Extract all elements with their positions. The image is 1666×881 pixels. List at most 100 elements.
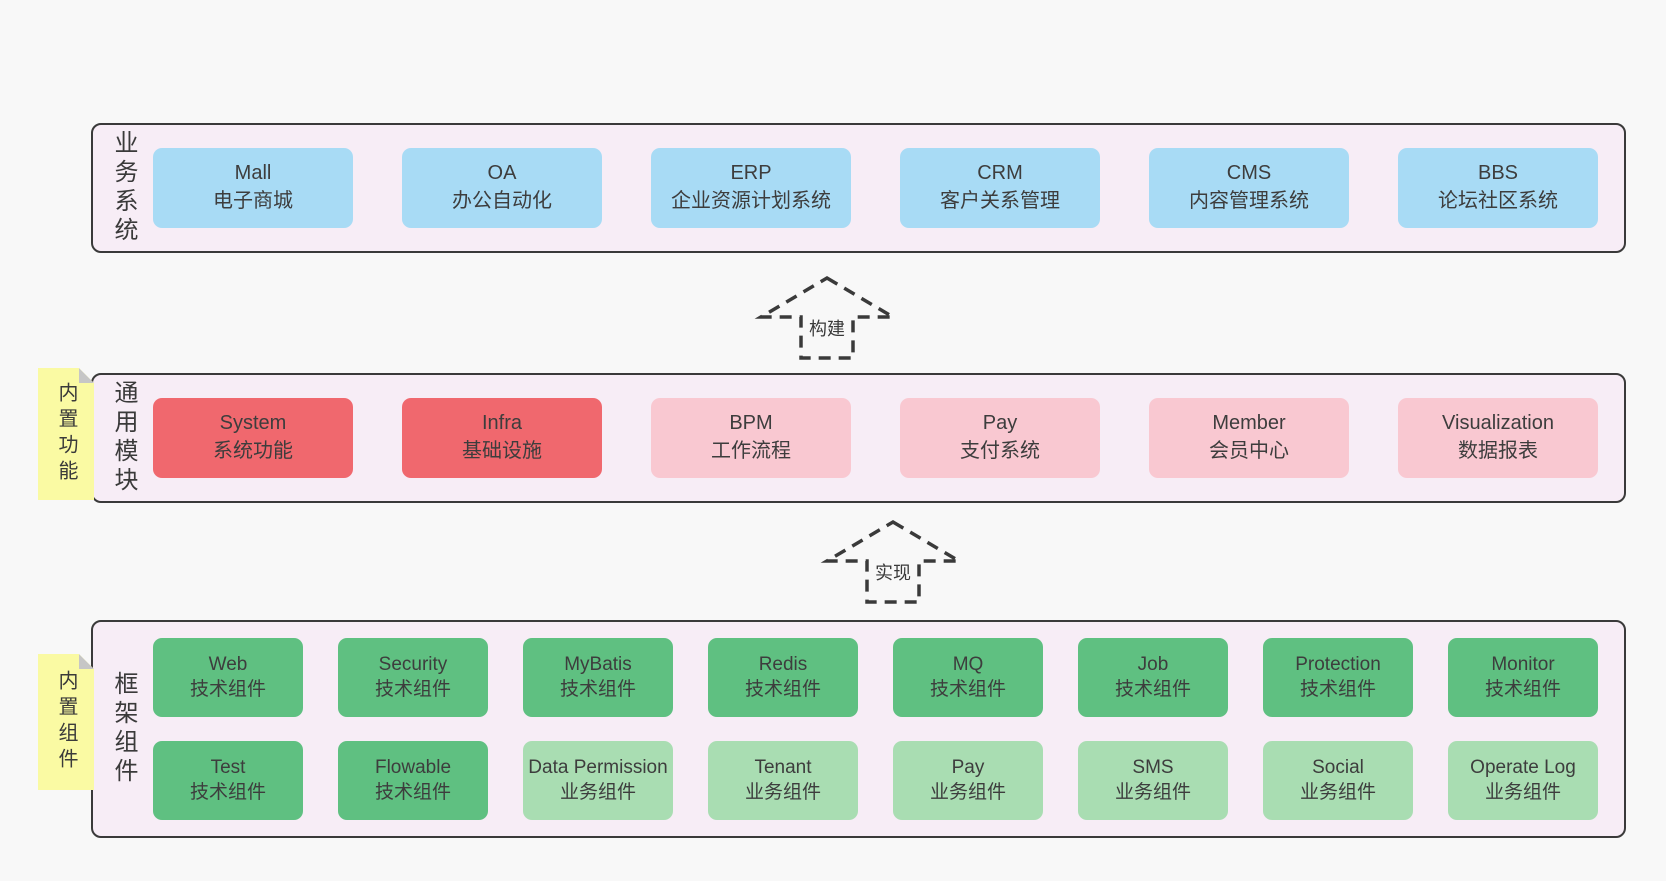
box-data-permission: Data Permission 业务组件 [523, 741, 673, 820]
box-name: System [219, 412, 287, 435]
box-subtitle: 业务组件 [559, 781, 636, 803]
box-flowable: Flowable 技术组件 [338, 741, 488, 820]
arrow-implement-up: 实现 [818, 519, 968, 605]
box-name: Social [1312, 756, 1364, 778]
box-job: Job 技术组件 [1078, 638, 1228, 717]
band-business-content: Mall 电子商城 OA 办公自动化 ERP 企业资源计划系统 CRM 客户关系… [137, 125, 1624, 251]
box-oa: OA 办公自动化 [402, 148, 602, 228]
sticky-fold-corner [79, 368, 94, 383]
band-label-business-systems: 业务系统 [110, 130, 137, 246]
box-name: Test [210, 756, 246, 778]
box-subtitle: 技术组件 [1484, 678, 1561, 700]
box-name: CMS [1226, 162, 1272, 185]
box-sms: SMS 业务组件 [1078, 741, 1228, 820]
box-operate-log: Operate Log 业务组件 [1448, 741, 1598, 820]
box-pay: Pay 支付系统 [900, 398, 1100, 478]
box-name: Monitor [1491, 653, 1555, 675]
box-crm: CRM 客户关系管理 [900, 148, 1100, 228]
band-business-systems: 业务系统 Mall 电子商城 OA 办公自动化 ERP 企业资源计划系统 CRM… [91, 123, 1626, 253]
box-name: Web [208, 653, 248, 675]
box-name: BPM [729, 412, 773, 435]
block-arrow-up-icon [820, 519, 966, 604]
framework-row-technical: Web 技术组件 Security 技术组件 MyBatis 技术组件 Redi… [153, 638, 1598, 717]
box-subtitle: 业务组件 [1484, 781, 1561, 803]
box-subtitle: 电子商城 [213, 190, 293, 212]
box-mall: Mall 电子商城 [153, 148, 353, 228]
box-subtitle: 技术组件 [1299, 678, 1376, 700]
box-subtitle: 基础设施 [462, 440, 542, 462]
box-name: ERP [730, 162, 772, 185]
box-infra: Infra 基础设施 [402, 398, 602, 478]
box-social: Social 业务组件 [1263, 741, 1413, 820]
box-member: Member 会员中心 [1149, 398, 1349, 478]
box-subtitle: 企业资源计划系统 [671, 190, 831, 212]
box-subtitle: 会员中心 [1209, 440, 1289, 462]
box-name: Tenant [754, 756, 812, 778]
framework-row-business: Test 技术组件 Flowable 技术组件 Data Permission … [153, 741, 1598, 820]
box-subtitle: 技术组件 [929, 678, 1006, 700]
arrow-build-label: 构建 [806, 314, 848, 342]
box-name: Data Permission [528, 756, 668, 778]
box-tenant: Tenant 业务组件 [708, 741, 858, 820]
box-protection: Protection 技术组件 [1263, 638, 1413, 717]
box-subtitle: 内容管理系统 [1189, 190, 1309, 212]
box-name: Infra [481, 412, 523, 435]
box-erp: ERP 企业资源计划系统 [651, 148, 851, 228]
box-security: Security 技术组件 [338, 638, 488, 717]
box-system: System 系统功能 [153, 398, 353, 478]
box-mq: MQ 技术组件 [893, 638, 1043, 717]
box-name: MQ [952, 653, 984, 675]
box-visualization: Visualization 数据报表 [1398, 398, 1598, 478]
box-name: Redis [758, 653, 808, 675]
sticky-label: 内置组件 [55, 670, 77, 774]
box-bbs: BBS 论坛社区系统 [1398, 148, 1598, 228]
band-framework-components: 框架组件 Web 技术组件 Security 技术组件 MyBatis 技术组件… [91, 620, 1626, 838]
box-name: Member [1212, 412, 1286, 435]
box-subtitle: 业务组件 [929, 781, 1006, 803]
box-test: Test 技术组件 [153, 741, 303, 820]
box-name: Mall [234, 162, 272, 185]
box-subtitle: 办公自动化 [452, 190, 552, 212]
box-subtitle: 系统功能 [213, 440, 293, 462]
band-label-framework-components: 框架组件 [110, 671, 137, 787]
box-subtitle: 业务组件 [744, 781, 821, 803]
box-subtitle: 论坛社区系统 [1438, 190, 1558, 212]
box-subtitle: 技术组件 [744, 678, 821, 700]
block-arrow-up-icon [754, 275, 900, 360]
box-name: CRM [977, 162, 1023, 185]
box-monitor: Monitor 技术组件 [1448, 638, 1598, 717]
arrow-build-up: 构建 [752, 275, 902, 361]
box-name: Visualization [1442, 412, 1554, 435]
sticky-note-built-in-features: 内置功能 [38, 368, 94, 500]
box-subtitle: 技术组件 [374, 678, 451, 700]
box-name: Operate Log [1470, 756, 1576, 778]
box-pay-business: Pay 业务组件 [893, 741, 1043, 820]
box-bpm: BPM 工作流程 [651, 398, 851, 478]
band-common-modules: 通用模块 System 系统功能 Infra 基础设施 BPM 工作流程 Pay… [91, 373, 1626, 503]
box-name: Security [378, 653, 448, 675]
box-name: BBS [1477, 162, 1519, 185]
box-web: Web 技术组件 [153, 638, 303, 717]
band-label-common-modules: 通用模块 [110, 380, 137, 496]
box-subtitle: 技术组件 [559, 678, 636, 700]
box-name: Pay [982, 412, 1018, 435]
box-subtitle: 技术组件 [189, 678, 266, 700]
box-subtitle: 业务组件 [1299, 781, 1376, 803]
box-subtitle: 技术组件 [189, 781, 266, 803]
box-name: Pay [951, 756, 985, 778]
box-mybatis: MyBatis 技术组件 [523, 638, 673, 717]
box-subtitle: 支付系统 [960, 440, 1040, 462]
arrow-implement-label: 实现 [872, 558, 914, 586]
band-common-content: System 系统功能 Infra 基础设施 BPM 工作流程 Pay 支付系统… [137, 375, 1624, 501]
box-name: Protection [1295, 653, 1381, 675]
box-subtitle: 工作流程 [711, 440, 791, 462]
box-subtitle: 技术组件 [1114, 678, 1191, 700]
box-subtitle: 数据报表 [1458, 440, 1538, 462]
box-redis: Redis 技术组件 [708, 638, 858, 717]
band-framework-content: Web 技术组件 Security 技术组件 MyBatis 技术组件 Redi… [137, 622, 1624, 836]
box-name: Flowable [374, 756, 452, 778]
box-subtitle: 客户关系管理 [940, 190, 1060, 212]
box-cms: CMS 内容管理系统 [1149, 148, 1349, 228]
box-name: OA [487, 162, 517, 185]
